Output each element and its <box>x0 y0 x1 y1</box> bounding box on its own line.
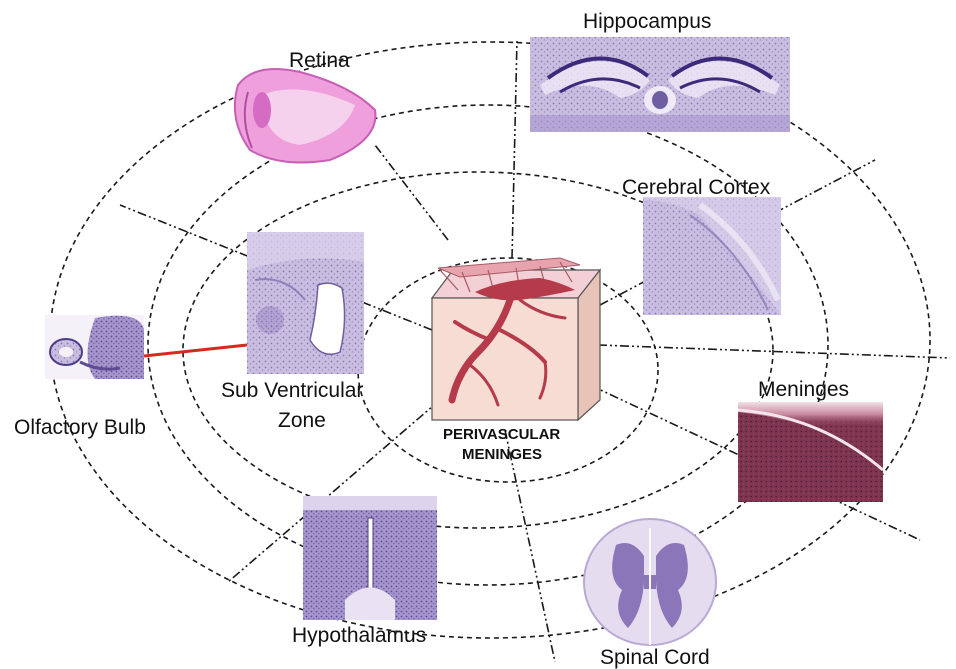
olfactory-bulb-label: Olfactory Bulb <box>14 416 146 439</box>
spoke-top <box>512 40 517 258</box>
cerebral-cortex-label: Cerebral Cortex <box>622 176 771 199</box>
spoke-top-left <box>375 145 448 240</box>
cerebral-cortex-image <box>643 197 781 315</box>
red-connector-line <box>144 345 247 356</box>
hippocampus-label: Hippocampus <box>583 10 711 33</box>
spoke-right <box>598 345 950 358</box>
hypothalamus-label: Hypothalamus <box>292 624 426 647</box>
center-label-line1: PERIVASCULAR <box>443 426 560 443</box>
meninges-label: Meninges <box>758 378 849 401</box>
center-label-line2: MENINGES <box>462 446 542 463</box>
hippocampus-image <box>530 37 790 132</box>
svz-image <box>247 232 364 374</box>
meninges-image <box>738 402 883 502</box>
olfactory-bulb-image <box>45 315 144 379</box>
spinal-cord-label: Spinal Cord <box>600 646 710 669</box>
spoke-bottom <box>505 430 555 662</box>
perivascular-block-illustration <box>432 258 600 420</box>
retina-label: Retina <box>289 49 350 72</box>
svz-label-line1: Sub Ventricular <box>221 379 363 402</box>
retina-image <box>235 69 376 162</box>
hypothalamus-image <box>303 496 437 620</box>
spinal-cord-image <box>584 519 716 645</box>
svz-label-line2: Zone <box>278 409 326 432</box>
